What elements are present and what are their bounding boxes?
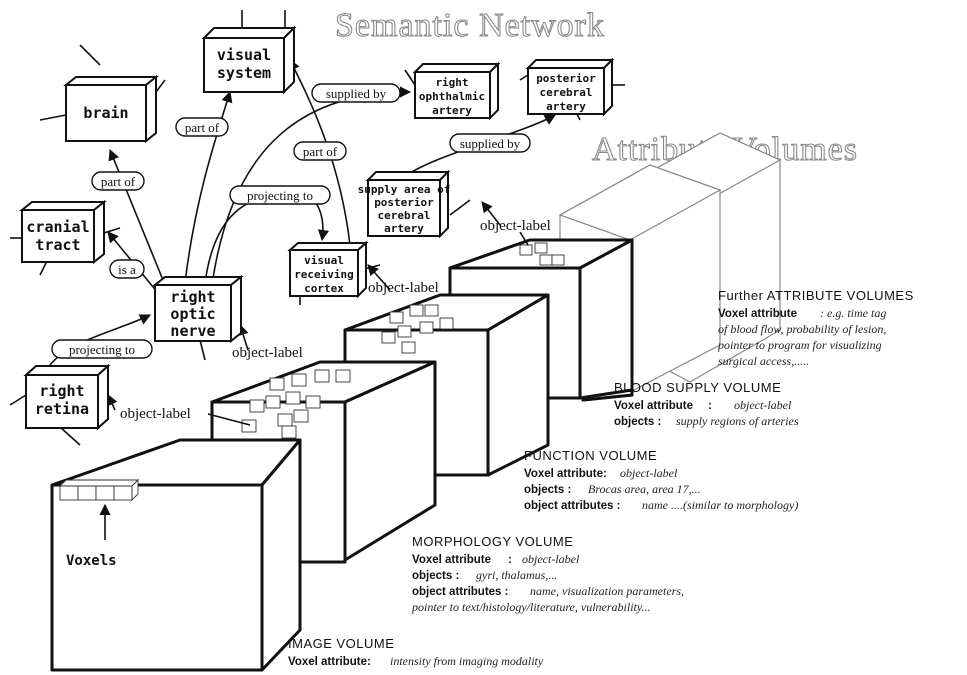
node-right-ophthalmic-artery-line2: ophthalmic <box>419 90 485 103</box>
node-right-optic-nerve: right optic nerve <box>152 274 244 344</box>
semantic-network-title: Semantic Network <box>335 7 605 44</box>
svg-text:part of: part of <box>101 174 136 189</box>
blood-supply-voxels <box>519 242 565 266</box>
node-supply-area-line3: cerebral <box>378 209 431 222</box>
node-right-ophthalmic-artery-line1: right <box>435 76 468 89</box>
svg-text:name ....(similar to morpholog: name ....(similar to morphology) <box>642 498 798 512</box>
blood-supply-description: BLOOD SUPPLY VOLUME Voxel attribute : ob… <box>614 380 799 428</box>
edge-label-supplied-by-posterior: supplied by <box>449 133 531 153</box>
svg-text:objects :: objects : <box>614 416 661 428</box>
svg-text:of blood flow, probability of: of blood flow, probability of lesion, <box>718 322 886 336</box>
svg-text::: : <box>508 554 512 566</box>
svg-text:MORPHOLOGY VOLUME: MORPHOLOGY VOLUME <box>412 534 573 549</box>
svg-text:BLOOD SUPPLY VOLUME: BLOOD SUPPLY VOLUME <box>614 380 781 395</box>
morphology-voxels <box>241 369 351 439</box>
node-visual-receiving-cortex-line3: cortex <box>304 282 344 295</box>
svg-text:pointer to program for visuali: pointer to program for visualizing <box>717 338 882 352</box>
svg-text:is a: is a <box>118 262 136 277</box>
svg-text:gyri, thalamus,...: gyri, thalamus,... <box>476 568 557 582</box>
svg-text:object attributes :: object attributes : <box>524 500 620 512</box>
voxels-label: Voxels <box>66 553 117 569</box>
edge-label-part-of-visual: part of <box>175 117 229 137</box>
svg-text:pointer to text/histology/lite: pointer to text/histology/literature, vu… <box>411 600 651 614</box>
node-brain-label: brain <box>83 104 128 122</box>
svg-text:object-label: object-label <box>734 398 792 412</box>
image-voxels <box>58 478 140 502</box>
node-supply-area: supply area of posterior cerebral artery <box>358 169 451 239</box>
svg-text:: e.g. time tag: : e.g. time tag <box>820 306 886 320</box>
svg-text:intensity from imaging modalit: intensity from imaging modality <box>390 654 544 668</box>
node-posterior-cerebral-artery-line2: cerebral <box>540 86 593 99</box>
object-label-retina: object-label <box>120 406 191 422</box>
edge-label-projecting-to-retina: projecting to <box>51 339 153 359</box>
node-supply-area-line2: posterior <box>374 196 434 209</box>
function-description: FUNCTION VOLUME Voxel attribute: object-… <box>524 448 798 512</box>
svg-text:object attributes :: object attributes : <box>412 586 508 598</box>
node-right-retina: right retina <box>23 363 111 431</box>
edge-label-supplied-by-ophthalmic: supplied by <box>311 83 401 103</box>
svg-text:Voxel attribute: Voxel attribute <box>718 308 797 320</box>
svg-text:name, visualization parameters: name, visualization parameters, <box>530 584 684 598</box>
function-voxels <box>381 304 454 354</box>
svg-text:FUNCTION VOLUME: FUNCTION VOLUME <box>524 448 657 463</box>
object-label-cortex: object-label <box>368 280 439 296</box>
node-cranial-tract-line2: tract <box>35 236 80 254</box>
node-visual-receiving-cortex: visual receiving cortex <box>287 240 369 299</box>
function-volume-cube <box>343 293 550 477</box>
node-visual-system: visual system <box>201 25 297 95</box>
svg-text:supply regions of arteries: supply regions of arteries <box>676 414 799 428</box>
node-supply-area-line4: artery <box>384 222 424 235</box>
node-right-optic-nerve-line1: right <box>170 288 215 306</box>
svg-text:object-label: object-label <box>522 552 580 566</box>
svg-text:supplied by: supplied by <box>460 136 521 151</box>
node-posterior-cerebral-artery: posterior cerebral artery <box>525 57 615 117</box>
node-right-optic-nerve-line2: optic <box>170 305 215 323</box>
svg-text:objects :: objects : <box>524 484 571 496</box>
image-description: IMAGE VOLUME Voxel attribute: intensity … <box>288 636 544 668</box>
node-right-ophthalmic-artery: right ophthalmic artery <box>412 61 501 121</box>
further-volume-description: Further ATTRIBUTE VOLUMES Voxel attribut… <box>717 288 914 368</box>
edge-label-part-of-cortex: part of <box>293 141 347 161</box>
node-right-optic-nerve-line3: nerve <box>170 322 215 340</box>
object-label-optic-nerve: object-label <box>232 345 303 361</box>
node-right-retina-line2: retina <box>35 400 89 418</box>
node-visual-system-line2: system <box>217 64 271 82</box>
svg-text:Voxel attribute:: Voxel attribute: <box>524 468 607 480</box>
svg-text:Voxel attribute: Voxel attribute <box>614 400 693 412</box>
node-posterior-cerebral-artery-line1: posterior <box>536 72 596 85</box>
svg-text::: : <box>708 400 712 412</box>
svg-text:part of: part of <box>185 120 220 135</box>
object-label-supply-area: object-label <box>480 218 551 234</box>
svg-text:supplied by: supplied by <box>326 86 387 101</box>
node-visual-receiving-cortex-line1: visual <box>304 254 344 267</box>
node-posterior-cerebral-artery-line3: artery <box>546 100 586 113</box>
svg-text:IMAGE VOLUME: IMAGE VOLUME <box>288 636 394 651</box>
node-brain: brain <box>63 74 159 144</box>
node-supply-area-line1: supply area of <box>358 183 451 196</box>
morphology-description: MORPHOLOGY VOLUME Voxel attribute : obje… <box>411 534 684 614</box>
node-visual-receiving-cortex-line2: receiving <box>294 268 354 281</box>
svg-text:Brocas area, area 17,...: Brocas area, area 17,... <box>588 482 701 496</box>
svg-text:objects :: objects : <box>412 570 459 582</box>
image-volume-cube <box>50 438 302 672</box>
node-visual-system-line1: visual <box>217 46 271 64</box>
svg-text:Voxel attribute:: Voxel attribute: <box>288 656 371 668</box>
edge-label-part-of-brain: part of <box>91 171 145 191</box>
svg-text:projecting to: projecting to <box>69 342 135 357</box>
node-cranial-tract: cranial tract <box>19 199 107 265</box>
svg-text:surgical access,.....: surgical access,..... <box>718 354 809 368</box>
node-right-retina-line1: right <box>39 382 84 400</box>
svg-text:Voxel attribute: Voxel attribute <box>412 554 491 566</box>
svg-text:Further ATTRIBUTE VOLUMES: Further ATTRIBUTE VOLUMES <box>718 288 914 303</box>
edge-label-projecting-to-cortex: projecting to <box>229 185 331 205</box>
svg-text:projecting to: projecting to <box>247 188 313 203</box>
svg-text:part of: part of <box>303 144 338 159</box>
node-right-ophthalmic-artery-line3: artery <box>432 104 472 117</box>
node-cranial-tract-line1: cranial <box>26 218 89 236</box>
edge-label-is-a: is a <box>109 259 145 279</box>
svg-text:object-label: object-label <box>620 466 678 480</box>
